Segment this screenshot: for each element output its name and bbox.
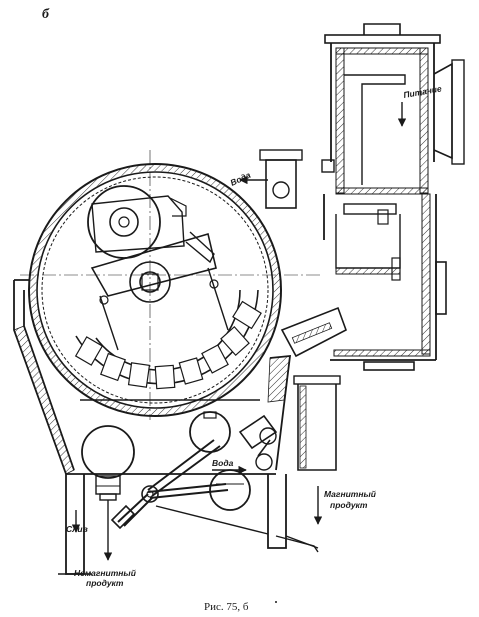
figure-caption: Рис. 75, б — [204, 601, 249, 613]
water-label-bottom: Вода — [212, 458, 234, 468]
drain-label: Слив — [66, 524, 88, 534]
nonmagnetic-product-label-2: продукт — [86, 578, 124, 588]
valve-mechanism — [81, 411, 319, 553]
water-inlet-bottom: Вода — [212, 458, 247, 475]
water-label-top: Вода — [229, 170, 253, 188]
lower-chute — [280, 193, 447, 471]
drain-output: Слив — [66, 510, 88, 534]
nonmagnetic-product-label-1: Немагнитный — [74, 568, 137, 578]
drum — [20, 150, 320, 420]
magnetic-product-label-2: продукт — [330, 500, 368, 510]
magnetic-product-output: Магнитный продукт — [313, 486, 377, 525]
panel-letter: б — [42, 7, 50, 22]
tank — [13, 279, 319, 575]
nonmagnetic-product-output: Немагнитный продукт — [74, 500, 137, 588]
magnetic-product-label-1: Магнитный — [324, 489, 377, 499]
feed-hopper — [321, 23, 465, 195]
